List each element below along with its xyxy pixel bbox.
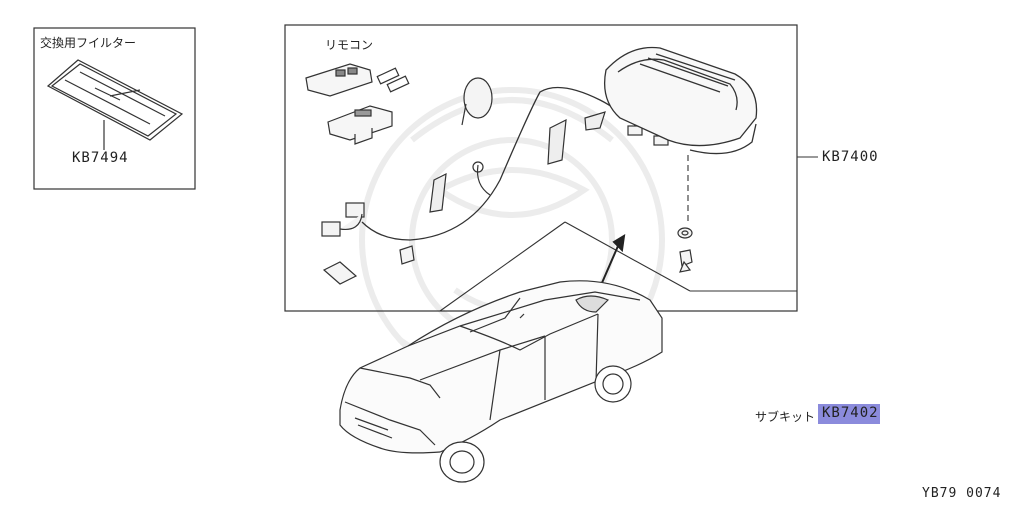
subkit-label: サブキット [755,410,816,424]
filter-box-title: 交換用フイルター [40,36,137,50]
foam-pad-1[interactable] [429,172,447,213]
battery-cells[interactable] [376,67,410,93]
diagram-code: YB79 0074 [922,486,1002,501]
wire-branch [476,164,491,196]
filter-part-number[interactable]: KB7494 [72,150,129,166]
foam-pad-2[interactable] [547,118,567,165]
washer[interactable] [677,227,693,239]
roof-box-unit[interactable] [603,46,758,155]
remote-box-title: リモコン [325,38,374,52]
subkit-part-number[interactable]: KB7402 [822,405,879,421]
filter-box-frame [33,27,196,190]
remote-key-fob[interactable] [305,63,373,97]
remote-part-number[interactable]: KB7400 [822,149,879,165]
connector-left[interactable] [321,202,365,237]
filter-part-illustration[interactable] [46,59,184,150]
selection-highlight [818,404,880,424]
mounting-bolt[interactable] [679,249,693,273]
callout-lines [285,156,818,312]
vehicle-illustration [339,280,663,483]
ground-eyelet[interactable] [472,161,484,173]
foam-pad-3[interactable] [584,111,606,131]
small-clip[interactable] [322,245,415,285]
cable-clamp[interactable] [461,77,493,126]
wire-harness [361,86,641,241]
fob-holder-bracket[interactable] [327,105,393,145]
